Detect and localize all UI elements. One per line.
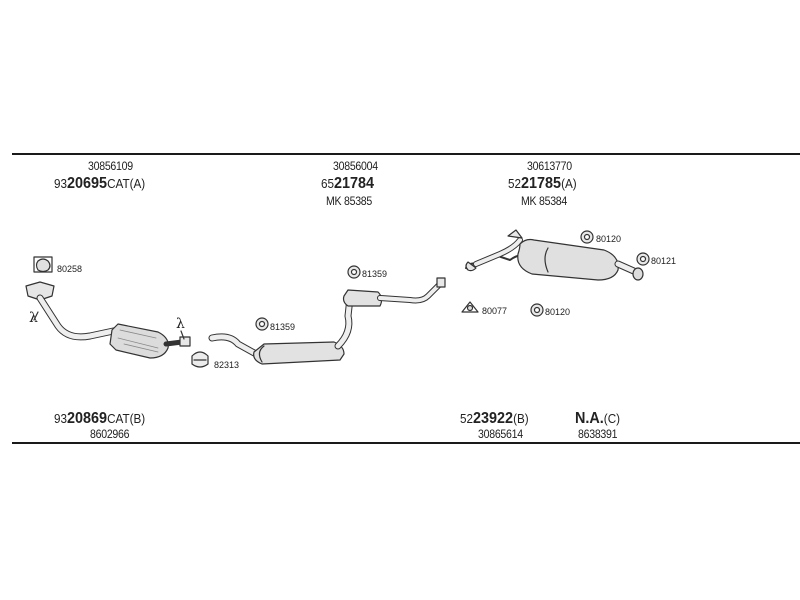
clamp-82313-icon [191, 351, 209, 368]
resonator-icon [342, 277, 446, 307]
rubber-mount-80120-icon [530, 303, 544, 317]
part-tag: 81359 [362, 269, 387, 279]
rubber-mount-80120-icon [580, 230, 594, 244]
rubber-mount-81359-icon [255, 317, 269, 331]
not-available-part: N.A.(C) [575, 410, 621, 427]
part-ref-number: 30856004 [333, 159, 378, 173]
lambda-sensor-icon: λ [29, 310, 38, 326]
lambda-sensor-icon: λ [176, 316, 185, 332]
part-tag: 80121 [651, 256, 676, 266]
part-ref-number: 8602966 [90, 427, 130, 441]
rear-silencer-icon [465, 229, 644, 281]
gasket-80258-icon [33, 256, 53, 273]
part-tag: 80077 [482, 306, 507, 316]
part-tag: 81359 [270, 322, 295, 332]
rubber-mount-80121-icon [636, 252, 650, 266]
part-ref-number: 30613770 [527, 159, 572, 173]
part-tag: 82313 [214, 360, 239, 370]
rear-silencer-part-number: 5221785(A) [508, 175, 577, 192]
top-divider [12, 153, 800, 155]
mounting-kit-number: MK 85385 [326, 194, 373, 208]
part-tag: 80120 [596, 234, 621, 244]
rubber-mount-81359-icon [347, 265, 361, 279]
part-ref-number: 30856109 [88, 159, 133, 173]
part-tag: 80120 [545, 307, 570, 317]
mounting-kit-number: MK 85384 [521, 194, 568, 208]
catalytic-converter-icon [25, 281, 191, 359]
catalyst-part-number: 9320695CAT(A) [54, 175, 146, 192]
gasket-80077-icon [461, 301, 479, 313]
middle-silencer-icon [208, 294, 354, 365]
middle-silencer-part-number: 6521784 [321, 175, 375, 192]
part-tag: 80258 [57, 264, 82, 274]
front-pipe-part-number: 5223922(B) [460, 410, 529, 427]
bottom-divider [12, 442, 800, 444]
catalyst-part-number: 9320869CAT(B) [54, 410, 146, 427]
part-ref-number: 8638391 [578, 427, 618, 441]
part-ref-number: 30865614 [478, 427, 523, 441]
